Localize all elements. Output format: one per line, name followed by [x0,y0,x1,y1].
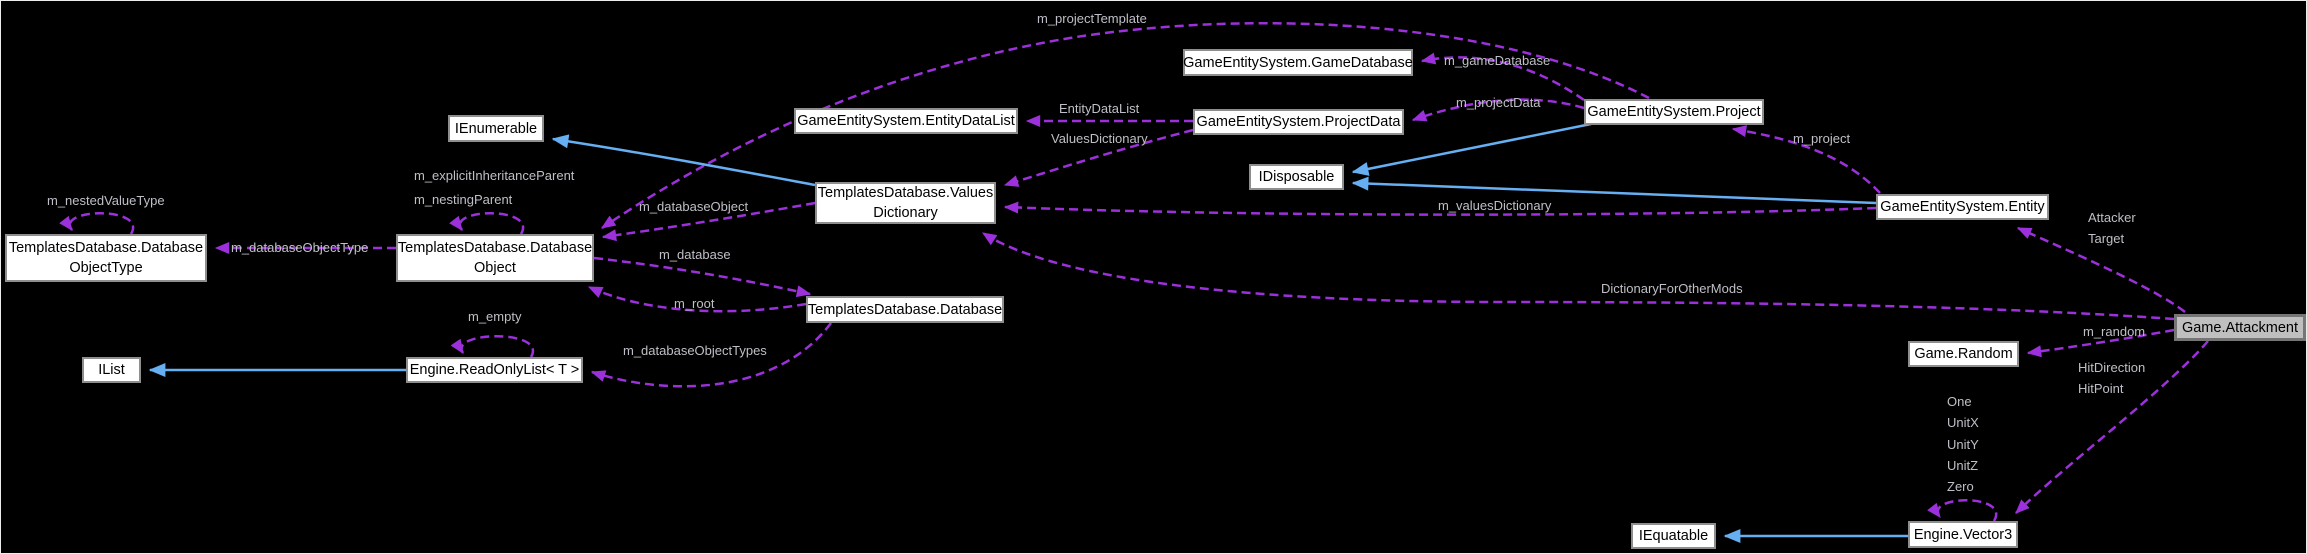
node-ienumerable[interactable]: IEnumerable [448,115,544,142]
edge-label-hit-direction: HitDirection [2078,360,2146,375]
node-engine-vector3[interactable]: Engine.Vector3 [1908,521,2018,548]
node-templatesdatabase-databaseobjecttype[interactable]: TemplatesDatabase.Database ObjectType [5,234,207,282]
edge-label-m-explicit-inheritance-parent: m_explicitInheritanceParent [414,168,575,183]
edge-label-m-database-object: m_databaseObject [639,199,749,214]
node-gameentitysystem-projectdata[interactable]: GameEntitySystem.ProjectData [1193,109,1404,135]
node-templatesdatabase-database[interactable]: TemplatesDatabase.Database [806,296,1004,323]
node-label-line: TemplatesDatabase.Values [817,185,994,201]
node-label-line: Game.Random [1914,346,2013,362]
edge-label-m-game-database: m_gameDatabase [1444,53,1551,68]
node-label-line: Dictionary [873,205,938,221]
node-label-line: GameEntitySystem.GameDatabase [1183,54,1413,71]
node-label-line: GameEntitySystem.Entity [1880,199,2045,215]
node-templatesdatabase-databaseobject[interactable]: TemplatesDatabase.Database Object [396,234,594,282]
edge-label-target: Target [2088,231,2125,246]
edge-label-unity: UnitY [1947,437,1979,452]
node-game-attackment[interactable]: Game.Attackment [2174,314,2306,341]
node-label-line: TemplatesDatabase.Database [397,240,593,256]
node-gameentitysystem-project[interactable]: GameEntitySystem.Project [1584,99,1764,125]
node-label-line: GameEntitySystem.Project [1587,104,1761,120]
edge-m-database [593,256,812,298]
edge-label-values-dictionary: ValuesDictionary [1051,131,1148,146]
edge-label-m-nested-value-type: m_nestedValueType [47,193,165,208]
edge-label-hit-point: HitPoint [2078,381,2124,396]
edge-label-m-project: m_project [1793,131,1851,146]
node-label-line: GameEntitySystem.EntityDataList [797,113,1015,129]
edge-label-m-random: m_random [2083,324,2146,339]
edge-label-m-values-dictionary: m_valuesDictionary [1438,198,1552,213]
node-gameentitysystem-gamedatabase[interactable]: GameEntitySystem.GameDatabase [1183,49,1413,76]
edge-entity-idisposable [1351,176,1877,205]
node-label-line: IDisposable [1258,169,1335,185]
edge-loop-m-nested-value-type [59,212,135,235]
edge-label-m-root: m_root [674,296,715,311]
node-label-line: TemplatesDatabase.Database [8,240,204,256]
edge-label-m-empty: m_empty [468,309,522,324]
node-label-line: ObjectType [69,260,143,276]
node-ilist[interactable]: IList [82,357,141,383]
edge-valuesdictionary-ienumerable [551,134,816,187]
node-label-line: IList [98,362,125,378]
edge-label-m-nesting-parent: m_nestingParent [414,192,513,207]
edge-label-m-project-data: m_projectData [1456,95,1541,110]
node-label-line: TemplatesDatabase.Database [807,301,1003,318]
edge-label-attacker: Attacker [2088,210,2136,225]
edge-label-m-database-object-types: m_databaseObjectTypes [623,343,767,358]
node-label-line: IEnumerable [454,120,538,137]
node-label-line: Game.Attackment [2181,319,2299,336]
edge-label-m-project-template: m_projectTemplate [1037,11,1147,26]
edge-label-entity-data-list: EntityDataList [1059,101,1140,116]
edge-label-zero: Zero [1947,479,1974,494]
node-idisposable[interactable]: IDisposable [1249,164,1344,190]
node-templatesdatabase-valuesdictionary[interactable]: TemplatesDatabase.Values Dictionary [815,182,996,224]
edge-label-one: One [1947,394,1972,409]
edge-label-m-database-object-type: m_databaseObjectType [231,240,369,255]
node-game-random[interactable]: Game.Random [1908,341,2019,367]
node-gameentitysystem-entitydatalist[interactable]: GameEntitySystem.EntityDataList [794,108,1018,134]
edge-dictionary-for-other-mods [981,231,2175,321]
edge-label-unitx: UnitX [1947,415,1979,430]
node-label-line: Object [474,260,516,276]
edge-label-unitz: UnitZ [1947,458,1979,473]
node-iequatable[interactable]: IEquatable [1631,523,1716,549]
node-label-line: Engine.Vector3 [1913,526,2013,543]
node-label-line: IEquatable [1638,528,1709,544]
edge-loop-m-empty [450,335,535,358]
node-engine-readonlylist[interactable]: Engine.ReadOnlyList< T > [406,357,583,383]
node-gameentitysystem-entity[interactable]: GameEntitySystem.Entity [1876,194,2049,220]
edge-loop-vector3-constants [1927,499,1998,522]
edge-loop-nesting-parent [449,212,525,235]
edge-label-dictionary-for-other-mods: DictionaryForOtherMods [1601,281,1743,296]
edge-label-m-database: m_database [659,247,731,262]
node-label-line: GameEntitySystem.ProjectData [1196,114,1401,130]
node-label-line: Engine.ReadOnlyList< T > [409,362,580,378]
